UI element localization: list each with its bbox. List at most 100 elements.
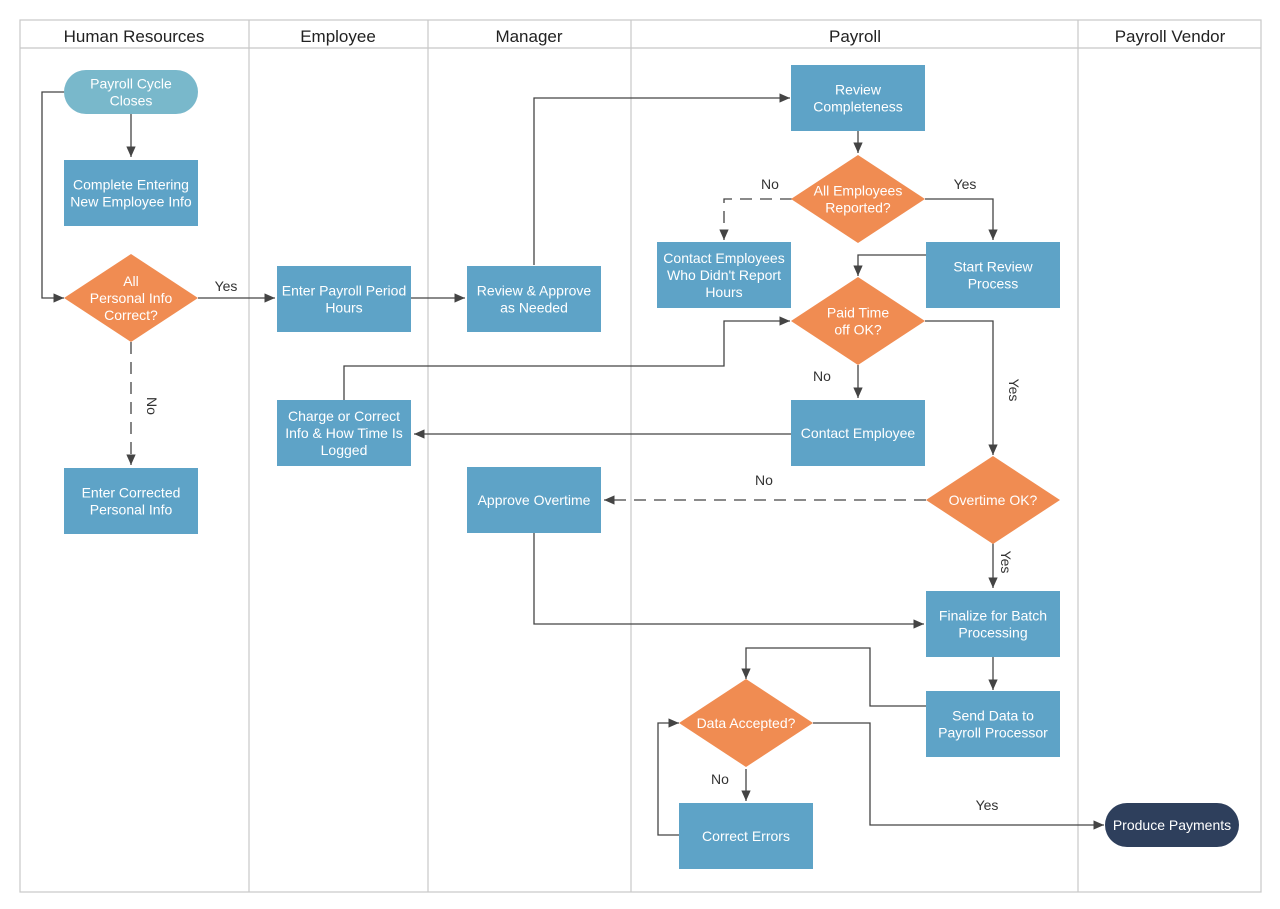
node-label: Approve Overtime	[478, 492, 591, 508]
node-label-line: Finalize for Batch	[939, 608, 1047, 624]
node-label-line: Personal Info	[90, 290, 173, 306]
node-label-line: Hours	[705, 284, 742, 300]
node-label-line: Data Accepted?	[697, 715, 796, 731]
node-label-line: off OK?	[834, 322, 881, 338]
node-label-line: Send Data to	[952, 708, 1034, 724]
node-label-line: Review & Approve	[477, 283, 592, 299]
label-accepted-yes: Yes	[976, 797, 999, 813]
node-approve-overtime: Approve Overtime	[467, 467, 601, 533]
process-box	[277, 400, 411, 466]
node-contact-employee: Contact Employee	[791, 400, 925, 466]
node-label-line: New Employee Info	[70, 194, 192, 210]
decision-diamond	[791, 155, 925, 243]
lane-title-manager: Manager	[495, 27, 562, 46]
node-label-line: Produce Payments	[1113, 817, 1231, 833]
node-correct-errors: Correct Errors	[679, 803, 813, 869]
lane-title-payroll: Payroll	[829, 27, 881, 46]
node-label-line: All	[123, 273, 139, 289]
node-label-line: Correct Errors	[702, 828, 790, 844]
node-label-line: Complete Entering	[73, 177, 189, 193]
label-reported-no: No	[761, 176, 779, 192]
lane-titles: Human Resources Employee Manager Payroll…	[64, 27, 1226, 46]
label-personal-yes: Yes	[215, 278, 238, 294]
node-label-line: Contact Employee	[801, 425, 916, 441]
decision-diamond	[791, 277, 925, 365]
edge-review-to-completeness	[533, 93, 790, 265]
node-label-line: Info & How Time Is	[285, 425, 402, 441]
node-label: Produce Payments	[1113, 817, 1231, 833]
process-box	[277, 266, 411, 332]
node-label-line: Overtime OK?	[949, 492, 1038, 508]
node-label: Contact Employee	[801, 425, 916, 441]
process-box	[926, 691, 1060, 757]
node-label-line: Who Didn't Report	[667, 267, 781, 283]
node-label-line: Personal Info	[90, 502, 173, 518]
node-label-line: Review	[835, 82, 882, 98]
label-accepted-no: No	[711, 771, 729, 787]
label-overtime-yes: Yes	[998, 551, 1014, 574]
node-label-line: Closes	[110, 93, 153, 109]
node-label-line: Hours	[325, 300, 362, 316]
edge-accepted-yes	[813, 722, 1104, 830]
process-box	[791, 400, 925, 466]
lane-title-payroll-vendor: Payroll Vendor	[1115, 27, 1226, 46]
swimlane-frame	[19, 19, 1262, 893]
edge-send-to-accepted	[741, 647, 926, 707]
decision-diamond	[679, 679, 813, 767]
label-personal-no: No	[144, 397, 160, 415]
node-overtime-ok: Overtime OK?	[926, 456, 1060, 544]
terminator-shape	[1105, 803, 1239, 847]
node-label-line: Payroll Processor	[938, 725, 1048, 741]
node-label-line: Paid Time	[827, 305, 889, 321]
node-label-line: Start Review	[953, 259, 1033, 275]
process-box	[679, 803, 813, 869]
node-label-line: Correct?	[104, 307, 158, 323]
edge-approve-ot-to-finalize	[533, 533, 924, 629]
edge-cycle-to-personal-check	[41, 91, 65, 303]
edge-errors-to-accepted	[657, 718, 680, 836]
edge-start-review-to-pto	[853, 254, 926, 276]
node-label-line: Processing	[958, 625, 1027, 641]
node-label-line: Reported?	[825, 200, 891, 216]
node-label-line: Logged	[321, 442, 368, 458]
node-label-line: Charge or Correct	[288, 408, 400, 424]
edge-pto-yes	[925, 320, 998, 455]
node-label-line: Completeness	[813, 99, 903, 115]
process-box	[657, 242, 791, 308]
label-reported-yes: Yes	[954, 176, 977, 192]
lane-title-employee: Employee	[300, 27, 376, 46]
process-box	[64, 468, 198, 534]
node-label-line: Payroll Cycle	[90, 76, 172, 92]
node-label-line: Contact Employees	[663, 250, 784, 266]
label-overtime-no: No	[755, 472, 773, 488]
node-label-line: Process	[968, 276, 1019, 292]
process-box	[791, 65, 925, 131]
process-box	[467, 266, 601, 332]
edge-labels: Yes No No Yes No Yes No Yes No Yes	[144, 176, 1022, 813]
node-produce-payments: Produce Payments	[1105, 803, 1239, 847]
node-label-line: Approve Overtime	[478, 492, 591, 508]
